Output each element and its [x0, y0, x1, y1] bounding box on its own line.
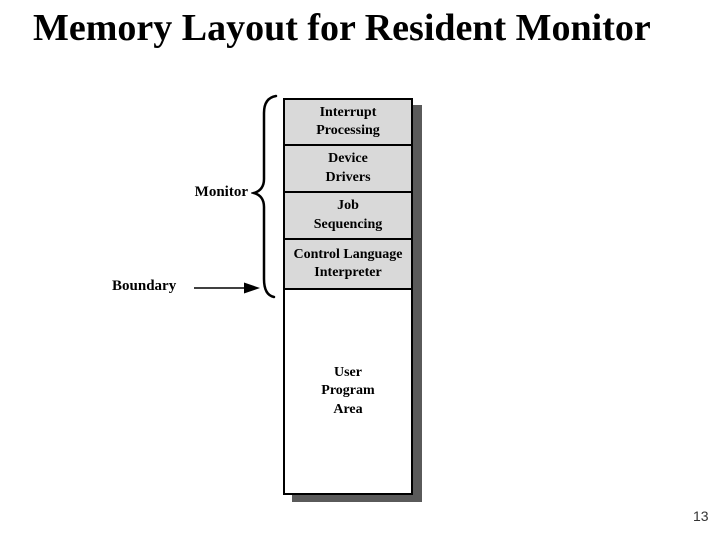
memory-region-user-program-area: User Program Area [283, 288, 413, 495]
memory-region-interrupt-processing: Interrupt Processing [283, 98, 413, 146]
boundary-arrow-icon [194, 282, 260, 294]
region-label: User Program Area [321, 365, 375, 417]
memory-region-device-drivers: Device Drivers [283, 144, 413, 193]
monitor-brace-icon [251, 94, 278, 299]
region-label: Device Drivers [325, 151, 371, 185]
memory-region-control-language-interpreter: Control Language Interpreter [283, 238, 413, 290]
monitor-label: Monitor [194, 184, 248, 200]
boundary-label: Boundary [112, 278, 177, 294]
page-number: 13 [693, 508, 709, 524]
region-label: Control Language Interpreter [293, 246, 403, 280]
region-label: Interrupt Processing [316, 104, 380, 138]
region-label: Job Sequencing [313, 198, 383, 232]
page-title: Memory Layout for Resident Monitor [33, 7, 651, 49]
memory-region-job-sequencing: Job Sequencing [283, 191, 413, 240]
